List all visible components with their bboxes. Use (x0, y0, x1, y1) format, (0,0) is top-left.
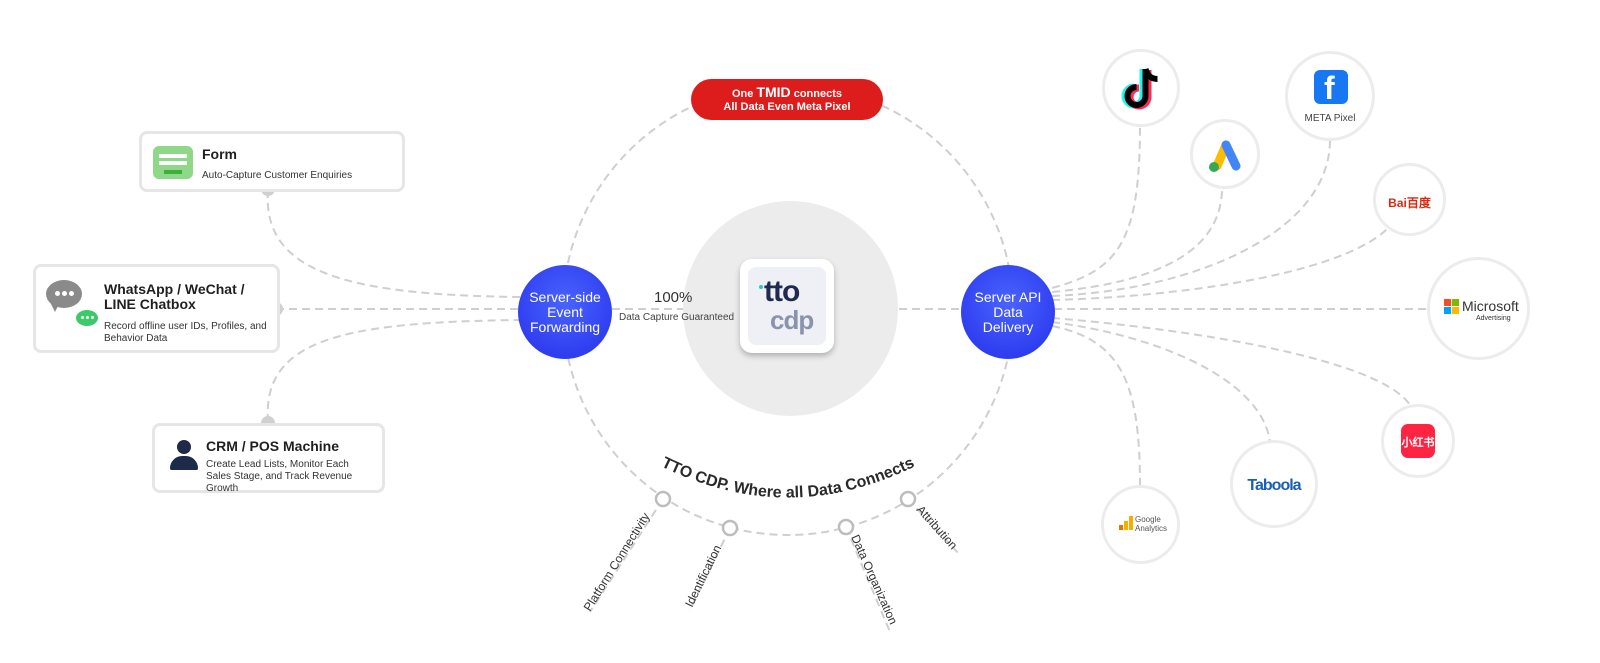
xiaohongshu-label: 小红书 (1401, 437, 1435, 449)
source-title: WhatsApp / WeChat / LINE Chatbox (104, 281, 245, 312)
node-attribution (899, 490, 917, 508)
arc-tagline: TTO CDP. Where all Data Connects (659, 454, 917, 501)
line-ga (1051, 325, 1141, 487)
line-meta (1051, 139, 1331, 297)
facebook-icon: f (1314, 70, 1348, 104)
baidu-logo[interactable]: Bai百度 (1373, 163, 1446, 236)
tmid-pill: One TMID connects All Data Even Meta Pix… (691, 79, 883, 120)
feature-label-identification: Identification (682, 543, 724, 610)
spoke-platform (589, 498, 664, 613)
source-card-chatbox[interactable]: WhatsApp / WeChat / LINE Chatbox Record … (33, 264, 280, 353)
source-card-crm[interactable]: CRM / POS Machine Create Lead Lists, Mon… (152, 423, 385, 494)
source-desc: Create Lead Lists, Monitor Each Sales St… (206, 459, 353, 494)
form-icon (153, 146, 193, 179)
logo-bottom-text: cdp (770, 305, 814, 335)
feature-label-organization: Data Organization (848, 533, 900, 627)
ga-sub-label: Analytics (1135, 524, 1168, 533)
hub-label: Server-side Event Forwarding (529, 288, 601, 335)
taboola-label: Taboola (1247, 477, 1301, 494)
google-ads-logo[interactable] (1190, 119, 1260, 189)
pill-line-2: All Data Even Meta Pixel (723, 100, 851, 113)
spoke-organization (845, 526, 891, 633)
microsoft-advertising-logo[interactable]: Microsoft Advertising (1427, 257, 1530, 360)
line-form (266, 189, 521, 298)
capture-caption: Data Capture Guaranteed (619, 312, 735, 323)
tto-cdp-logo: tto cdp (740, 259, 834, 353)
hub-server-side-event-forwarding: Server-side Event Forwarding (518, 265, 612, 359)
microsoft-sub-label: Advertising (1476, 315, 1511, 322)
node-identification (721, 519, 739, 537)
microsoft-squares-icon (1444, 299, 1460, 315)
spoke-identification (689, 527, 731, 611)
feature-label-platform: Platform Connectivity (581, 510, 653, 614)
line-xiaohongshu (1051, 317, 1411, 406)
hub-server-api-data-delivery: Server API Data Delivery (961, 265, 1055, 359)
xiaohongshu-logo[interactable]: 小红书 (1381, 404, 1455, 478)
node-organization (837, 518, 855, 536)
ga-label: Google (1135, 515, 1161, 524)
source-title: Form (202, 146, 237, 162)
logo-top-text: tto (764, 275, 800, 308)
user-icon (169, 440, 199, 470)
capture-percent: 100% (654, 289, 693, 306)
source-desc: Auto-Capture Customer Enquiries (202, 170, 353, 181)
analytics-bars-icon (1119, 516, 1133, 530)
line-taboola (1051, 321, 1271, 443)
hub-label: Server API Data Delivery (974, 288, 1042, 335)
node-platform (654, 490, 672, 508)
meta-pixel-label: META Pixel (1304, 113, 1356, 124)
meta-pixel-logo[interactable]: f META Pixel (1285, 51, 1375, 141)
line-crm (266, 319, 521, 423)
source-card-form[interactable]: Form Auto-Capture Customer Enquiries (139, 131, 405, 192)
feature-label-attribution: Attribution (914, 503, 961, 553)
line-google-ads (1051, 187, 1223, 293)
line-tiktok (1051, 123, 1141, 289)
line-baidu (1051, 225, 1391, 301)
tiktok-logo[interactable] (1102, 49, 1180, 127)
baidu-label: Bai百度 (1388, 196, 1431, 210)
taboola-logo[interactable]: Taboola (1230, 440, 1318, 528)
google-analytics-logo[interactable]: Google Analytics (1101, 485, 1180, 564)
microsoft-label: Microsoft (1462, 298, 1519, 314)
source-desc: Record offline user IDs, Profiles, and B… (104, 321, 267, 344)
tmid-highlight: TMID (756, 83, 791, 100)
source-title: CRM / POS Machine (206, 438, 340, 454)
pill-line-1: One TMID connects (731, 83, 843, 100)
chat-bubbles-icon (46, 280, 102, 328)
